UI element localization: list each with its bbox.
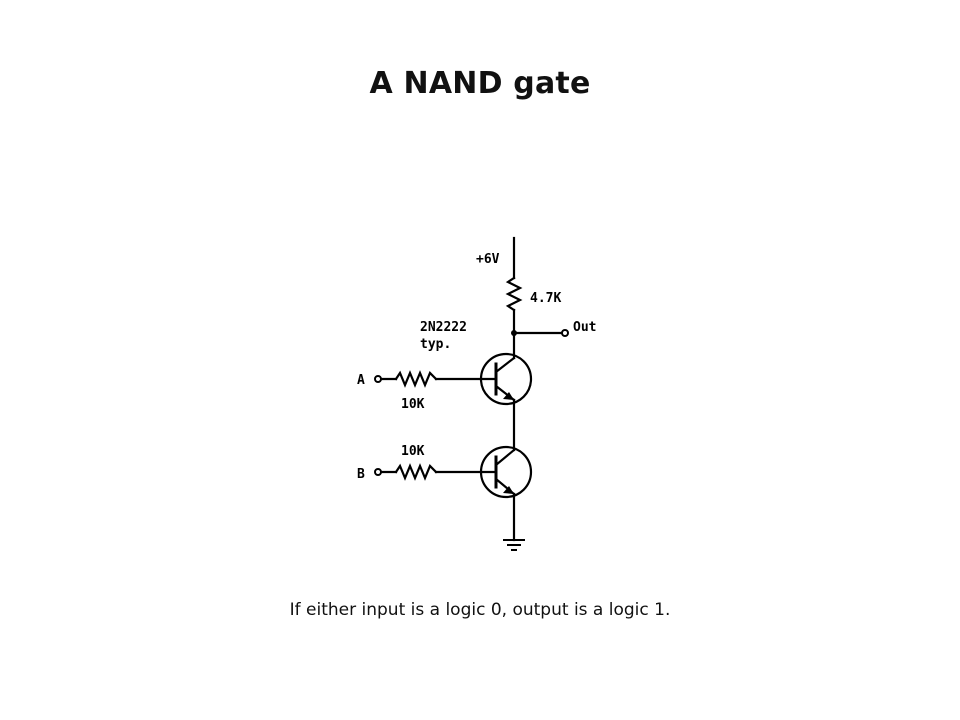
input-b-terminal — [374, 468, 382, 476]
output-junction-dot — [511, 330, 517, 336]
transistor-a-collector — [494, 356, 516, 374]
transistor-label-line2: typ. — [420, 337, 451, 352]
ground-icon — [503, 539, 525, 551]
transistor-b-collector — [494, 448, 516, 467]
input-b-resistor-label: 10K — [401, 444, 425, 459]
load-resistor — [505, 276, 523, 312]
transistor-b-emitter-arrow — [503, 486, 514, 494]
input-b-resistor — [394, 463, 438, 481]
slide-title: A NAND gate — [369, 66, 591, 101]
input-b-label: B — [357, 467, 365, 482]
input-a-resistor — [394, 370, 438, 388]
transistor-label-line1: 2N2222 — [420, 320, 467, 335]
input-a-label: A — [357, 373, 365, 388]
load-resistor-label: 4.7K — [530, 291, 561, 306]
supply-label: +6V — [476, 252, 500, 267]
output-terminal — [561, 329, 569, 337]
transistor-a-emitter-arrow — [503, 392, 514, 400]
slide-caption: If either input is a logic 0, output is … — [289, 600, 671, 620]
input-a-terminal — [374, 375, 382, 383]
input-a-resistor-label: 10K — [401, 397, 425, 412]
output-label: Out — [573, 320, 596, 335]
